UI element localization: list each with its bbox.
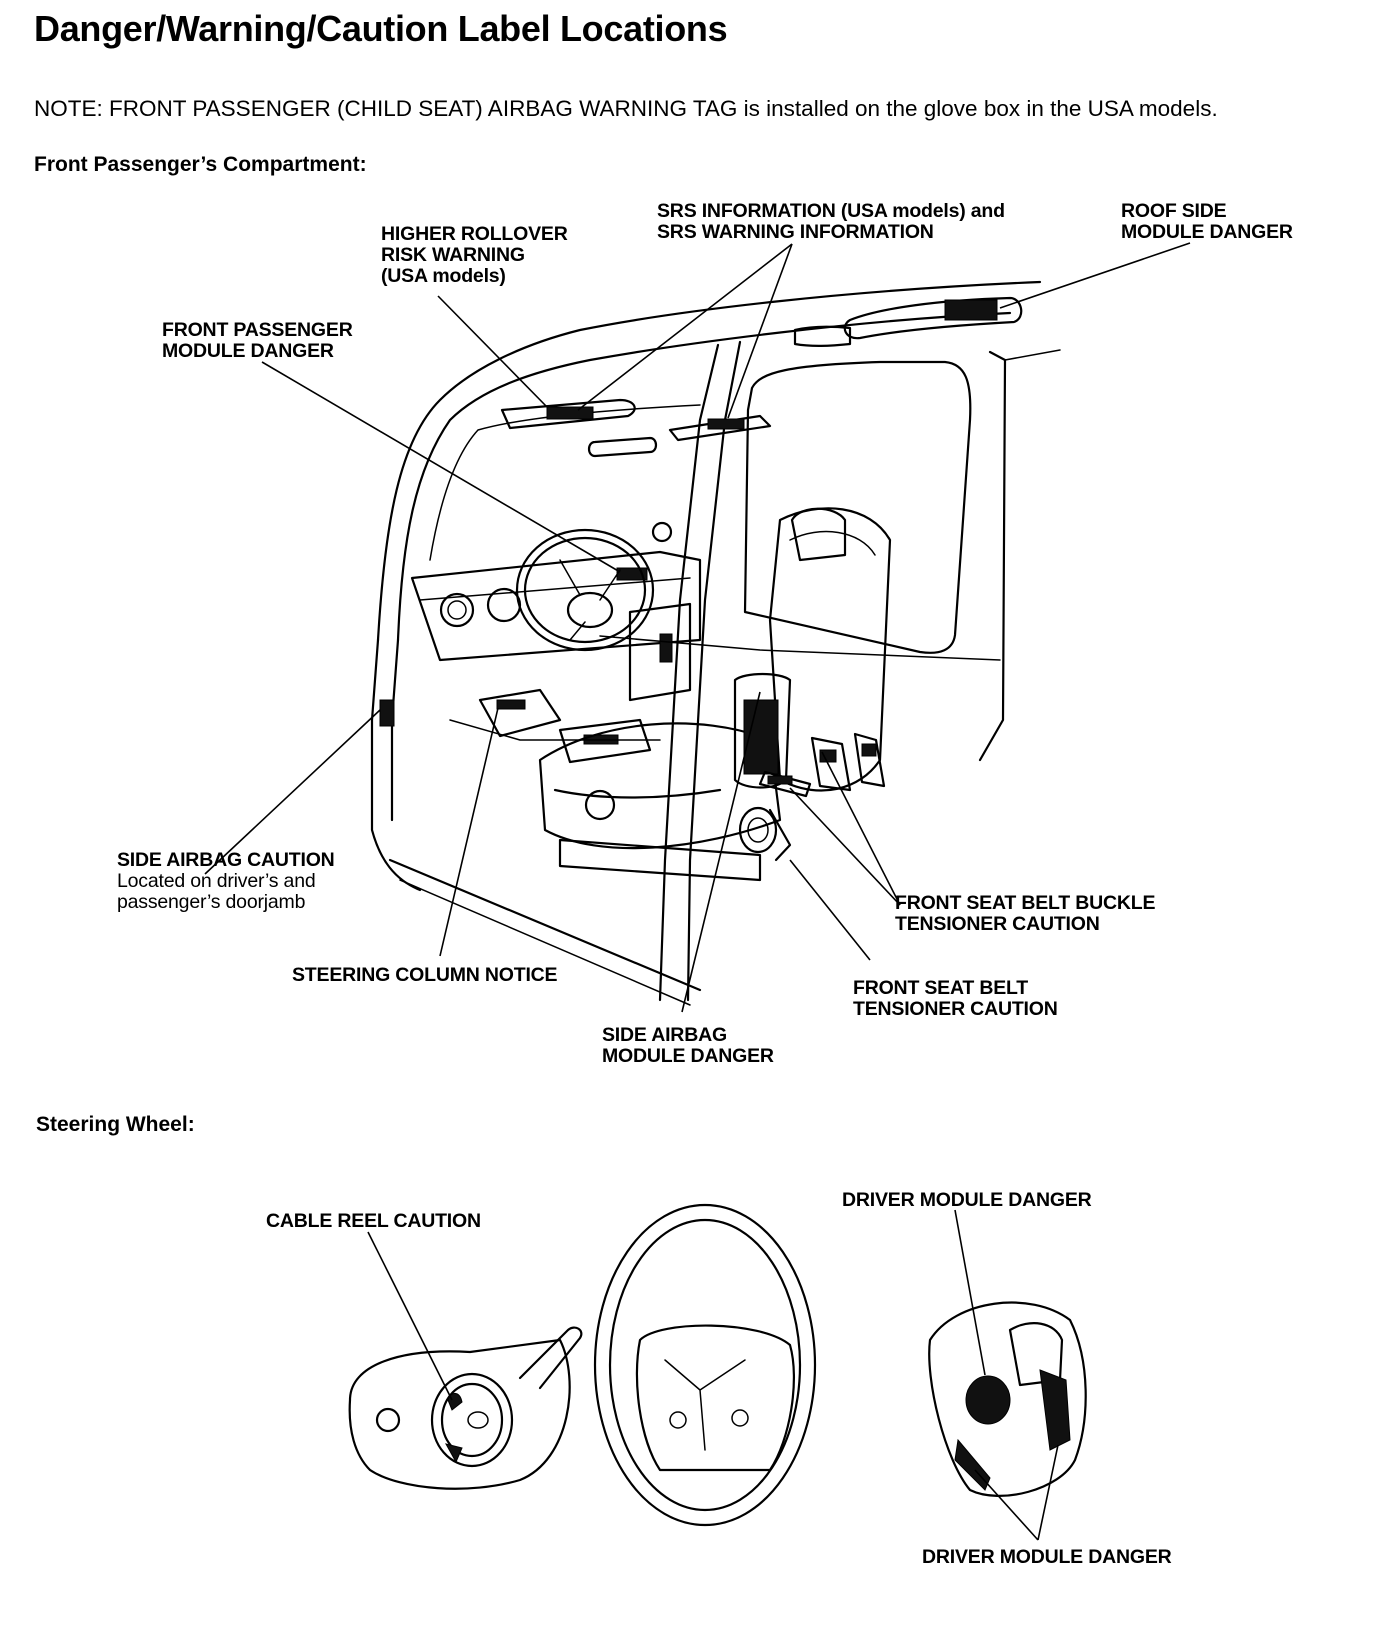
- label-seat-belt-tensioner: FRONT SEAT BELT TENSIONER CAUTION: [853, 977, 1058, 1020]
- label-front-passenger-module-danger: FRONT PASSENGER MODULE DANGER: [162, 319, 353, 362]
- section-front-compartment: Front Passenger’s Compartment:: [34, 153, 367, 176]
- leader-lines-compartment: [204, 242, 1191, 1013]
- label-higher-rollover-risk: HIGHER ROLLOVER RISK WARNING (USA models…: [381, 223, 568, 287]
- leader-lines-steering: [367, 1209, 1059, 1541]
- label-seat-belt-buckle-tensioner: FRONT SEAT BELT BUCKLE TENSIONER CAUTION: [895, 892, 1156, 935]
- label-side-airbag-module-danger: SIDE AIRBAG MODULE DANGER: [602, 1024, 774, 1067]
- vehicle-interior-illustration: [370, 280, 1061, 1006]
- airbag-tag-note: NOTE: FRONT PASSENGER (CHILD SEAT) AIRBA…: [34, 96, 1218, 121]
- label-side-airbag-caution: SIDE AIRBAG CAUTION: [117, 849, 335, 871]
- cable-reel-illustration: [348, 1326, 583, 1490]
- page-title: Danger/Warning/Caution Label Locations: [34, 8, 728, 49]
- label-cable-reel-caution: CABLE REEL CAUTION: [266, 1210, 481, 1232]
- label-srs-information: SRS INFORMATION (USA models) and SRS WAR…: [657, 200, 1005, 243]
- label-steering-column-notice: STEERING COLUMN NOTICE: [292, 964, 558, 986]
- section-steering-wheel: Steering Wheel:: [36, 1113, 195, 1136]
- label-side-airbag-caution-location: Located on driver’s and passenger’s door…: [117, 870, 316, 913]
- driver-module-illustration: [928, 1301, 1087, 1497]
- label-driver-module-danger-bottom: DRIVER MODULE DANGER: [922, 1546, 1172, 1568]
- steering-wheel-illustration: [593, 1203, 817, 1527]
- label-roof-side-module-danger: ROOF SIDE MODULE DANGER: [1121, 200, 1293, 243]
- label-driver-module-danger-top: DRIVER MODULE DANGER: [842, 1189, 1092, 1211]
